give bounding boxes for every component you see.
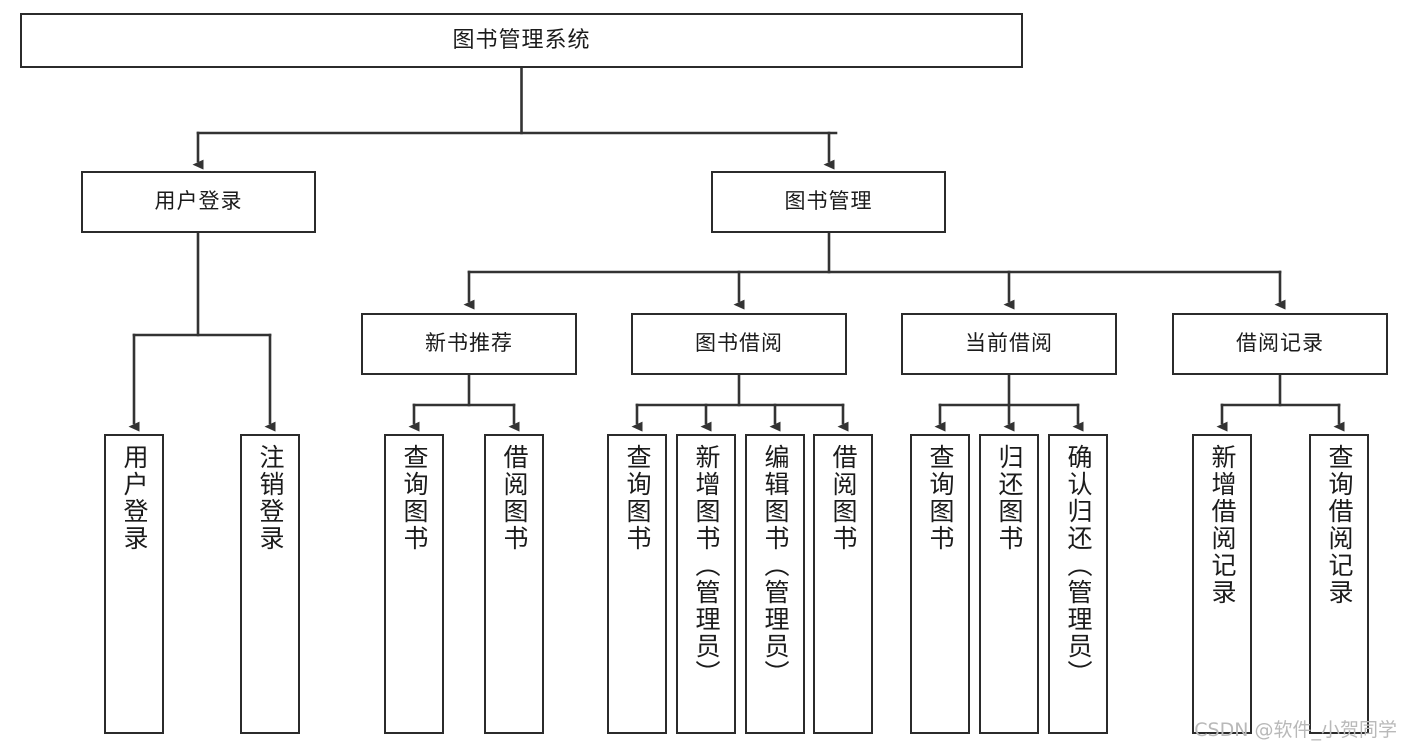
leaf-book-borrow-add[interactable]: 新增图书（管理员）	[676, 434, 736, 734]
node-book-borrow[interactable]: 图书借阅	[631, 313, 847, 375]
leaf-book-borrow-edit[interactable]: 编辑图书（管理员）	[745, 434, 805, 734]
leaf-borrow-record-query[interactable]: 查询借阅记录	[1309, 434, 1369, 734]
node-current-borrow[interactable]: 当前借阅	[901, 313, 1117, 375]
node-label: 查询图书	[926, 444, 954, 552]
leaf-new-book-borrow[interactable]: 借阅图书	[484, 434, 544, 734]
node-label: 图书管理系统	[452, 27, 591, 53]
node-label: 用户登录	[154, 190, 243, 214]
leaf-user-login-login[interactable]: 用户登录	[104, 434, 164, 734]
node-label: 当前借阅	[965, 332, 1053, 356]
leaf-new-book-query[interactable]: 查询图书	[384, 434, 444, 734]
node-label: 查询图书	[400, 444, 428, 552]
node-label: 注销登录	[256, 444, 284, 552]
leaf-current-borrow-query[interactable]: 查询图书	[910, 434, 970, 734]
node-label: 新增借阅记录	[1208, 444, 1236, 606]
leaf-borrow-record-add[interactable]: 新增借阅记录	[1192, 434, 1252, 734]
node-new-book-recommend[interactable]: 新书推荐	[361, 313, 577, 375]
node-book-management[interactable]: 图书管理	[711, 171, 946, 233]
node-user-login[interactable]: 用户登录	[81, 171, 316, 233]
node-label: 新增图书（管理员）	[692, 444, 720, 687]
node-borrow-record[interactable]: 借阅记录	[1172, 313, 1388, 375]
node-label: 编辑图书（管理员）	[761, 444, 789, 687]
node-label: 查询图书	[623, 444, 651, 552]
node-label: 归还图书	[995, 444, 1023, 552]
node-label: 借阅图书	[500, 444, 528, 552]
node-label: 图书管理	[784, 190, 873, 214]
node-label: 确认归还（管理员）	[1064, 444, 1092, 687]
node-label: 借阅记录	[1236, 332, 1324, 356]
node-label: 新书推荐	[425, 332, 513, 356]
node-root-system[interactable]: 图书管理系统	[20, 13, 1023, 68]
leaf-current-borrow-return[interactable]: 归还图书	[979, 434, 1039, 734]
leaf-book-borrow-query[interactable]: 查询图书	[607, 434, 667, 734]
leaf-user-login-logout[interactable]: 注销登录	[240, 434, 300, 734]
node-label: 图书借阅	[695, 332, 783, 356]
leaf-book-borrow-borrow[interactable]: 借阅图书	[813, 434, 873, 734]
leaf-current-borrow-confirm-return[interactable]: 确认归还（管理员）	[1048, 434, 1108, 734]
node-label: 借阅图书	[829, 444, 857, 552]
node-label: 用户登录	[120, 444, 148, 552]
node-label: 查询借阅记录	[1325, 444, 1353, 606]
